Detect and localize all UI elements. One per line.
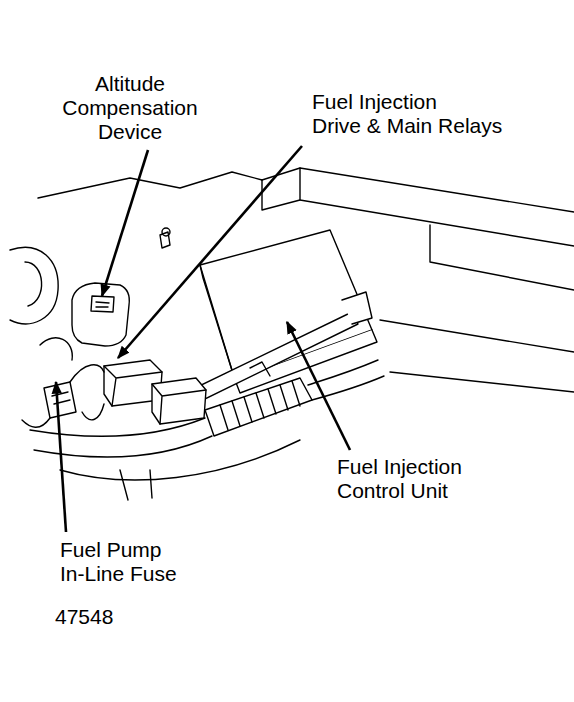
wire: [22, 418, 50, 427]
leader-line: [102, 150, 148, 296]
wire: [60, 440, 300, 480]
in-line-fuse-detail: [52, 392, 70, 404]
floor-edge: [390, 372, 574, 392]
control-unit-side: [200, 265, 235, 380]
body-panel-edge: [38, 172, 262, 198]
part-label: Fuel Pump In-Line Fuse: [60, 538, 177, 586]
altitude-device-face: [91, 296, 114, 312]
corrugated-tube: [205, 378, 312, 436]
altitude-device: [72, 283, 129, 346]
wire: [82, 404, 104, 420]
harness: [308, 360, 378, 385]
wire-clip: [120, 470, 152, 500]
floor-edge: [380, 320, 574, 352]
bolt-head: [162, 228, 170, 236]
hose: [25, 262, 42, 306]
in-line-fuse: [44, 382, 76, 418]
body-panel-edge: [262, 168, 574, 212]
body-panel-edge: [430, 225, 574, 290]
body-panel-edge: [300, 168, 574, 246]
part-label: Altitude Compensation Device: [62, 72, 197, 144]
figure-number: 47548: [55, 605, 113, 629]
relay-edge: [152, 384, 206, 424]
leader-line: [56, 382, 66, 532]
corrugated-tube-ridges: [220, 381, 300, 430]
relay: [152, 378, 206, 424]
harness: [30, 418, 205, 436]
part-label: Fuel Injection Control Unit: [337, 455, 462, 503]
leader-line: [287, 322, 350, 450]
hose: [40, 338, 72, 360]
leader-line: [118, 146, 302, 358]
part-label: Fuel Injection Drive & Main Relays: [312, 90, 502, 138]
wire: [70, 365, 104, 382]
hose: [10, 247, 58, 323]
bracket-clip: [250, 362, 270, 376]
bracket-tab: [342, 292, 372, 324]
altitude-device-face: [96, 302, 109, 307]
